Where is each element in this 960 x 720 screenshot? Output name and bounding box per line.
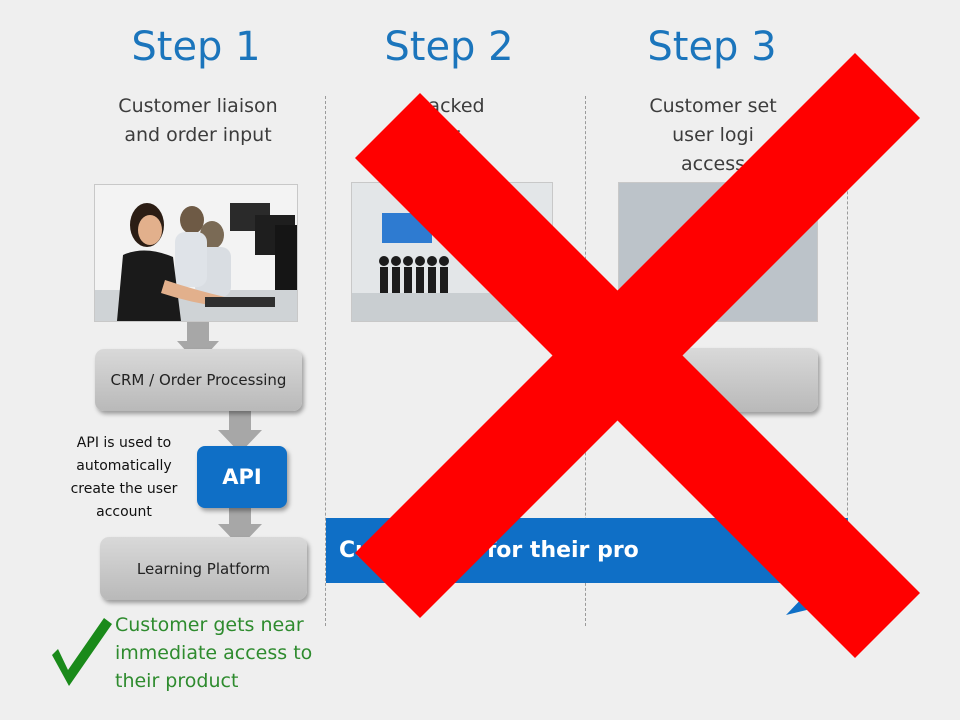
result-text: Customer gets near immediate access to t… [115, 614, 313, 692]
call-center-photo [94, 184, 298, 322]
api-box: API [197, 446, 287, 508]
step-2-title: Step 2 [384, 24, 514, 70]
step-1-description: Customer liaison and order input [118, 95, 278, 146]
step-3-title: Step 3 [647, 24, 777, 70]
learning-platform-box: Learning Platform [100, 537, 307, 600]
api-note: API is used to automatically create the … [70, 435, 178, 520]
arrow-crm-to-api [218, 410, 262, 453]
step-1-title: Step 1 [131, 24, 261, 70]
column-divider-1 [325, 96, 326, 626]
column-divider-3 [847, 96, 848, 626]
step-3-description: Customer set user logi access [649, 95, 777, 175]
crm-order-processing-box: CRM / Order Processing [95, 349, 302, 411]
call-center-illustration [95, 185, 297, 321]
arrow-photo-to-crm [177, 322, 219, 364]
arrow-api-to-learning [218, 508, 262, 547]
